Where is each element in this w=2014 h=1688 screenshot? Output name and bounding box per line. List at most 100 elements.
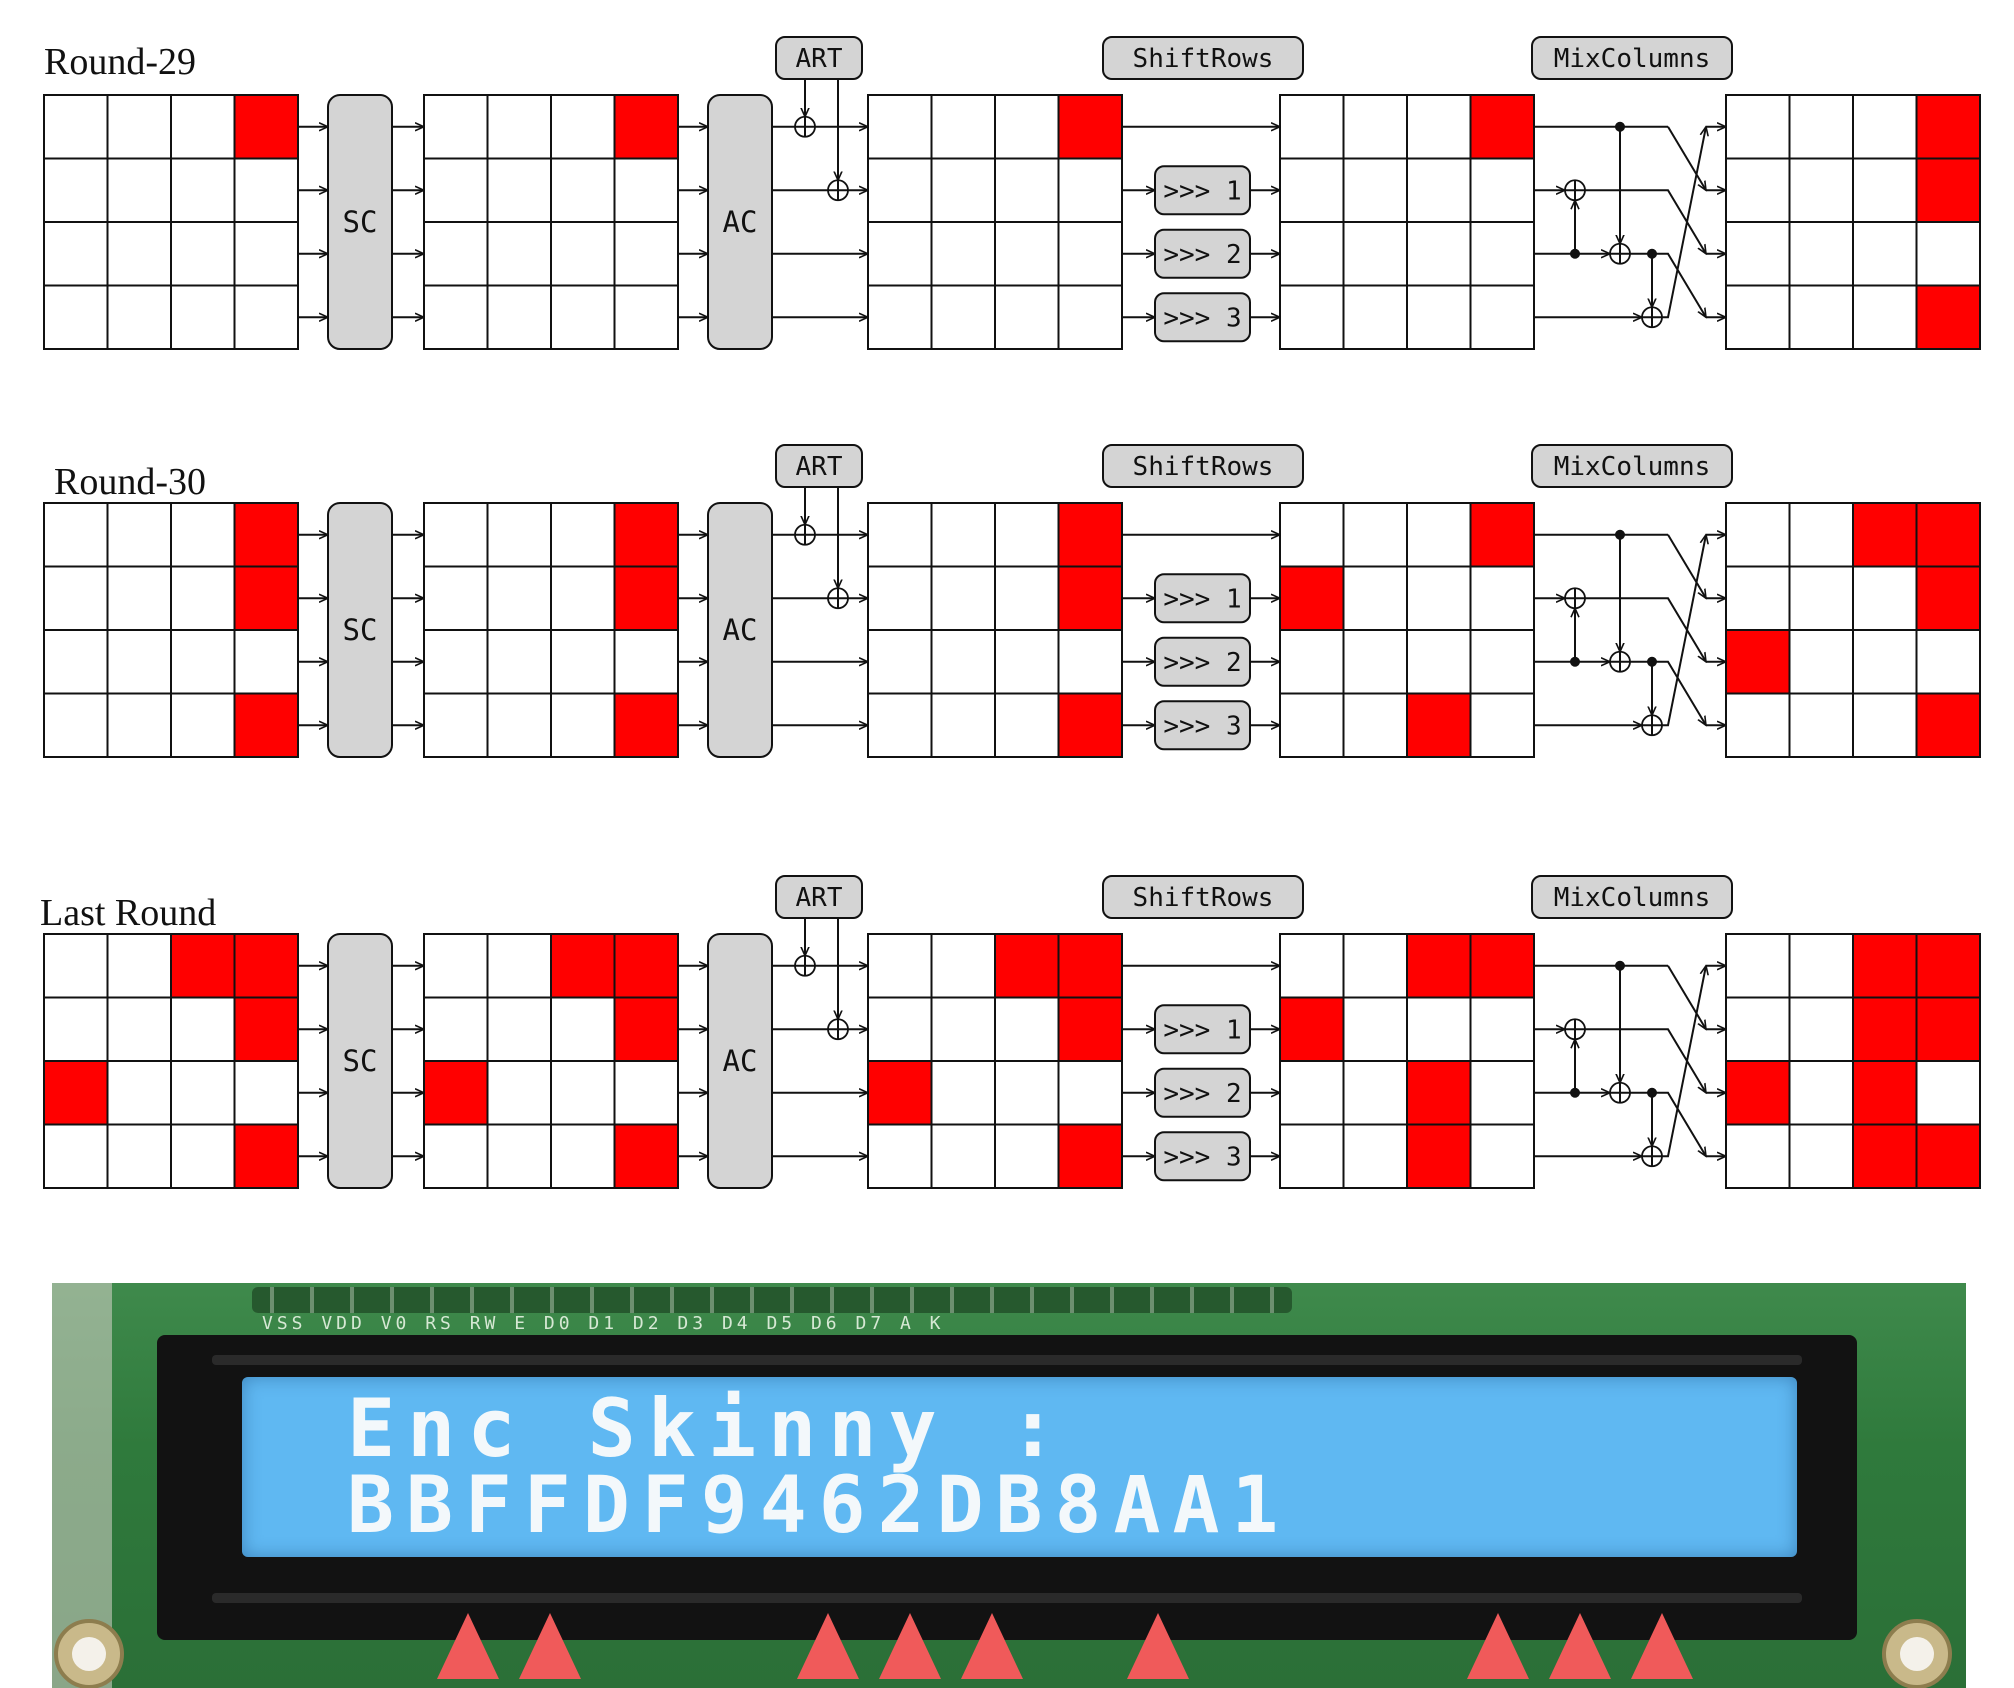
- state-cell: [1788, 157, 1854, 223]
- state-cell: [550, 996, 616, 1062]
- state-cell: [233, 692, 299, 758]
- mixcolumns-tag: MixColumns: [1531, 36, 1733, 80]
- state-cell: [486, 565, 552, 631]
- mixcolumns-tag-label: MixColumns: [1554, 452, 1711, 482]
- state-cell: [1342, 933, 1408, 999]
- state-cell: [1469, 502, 1535, 568]
- state-cell: [486, 502, 552, 568]
- ac-label: AC: [723, 1044, 758, 1078]
- state-cell: [1725, 157, 1791, 223]
- shiftrows-tag: ShiftRows: [1102, 444, 1304, 488]
- mix-cross-3: [1662, 535, 1706, 727]
- round-label-3: Last Round: [40, 892, 216, 934]
- state-cell: [1279, 94, 1345, 160]
- state-cell: [423, 933, 489, 999]
- state-cell: [1279, 629, 1345, 695]
- sc-label: SC: [343, 613, 378, 647]
- byte-marker-triangle: [1467, 1613, 1529, 1679]
- state-cell: [170, 565, 236, 631]
- shiftrows-tag-box: [1102, 36, 1304, 80]
- byte-marker-triangle: [797, 1613, 859, 1679]
- state-cell: [1342, 94, 1408, 160]
- state-cell: [1279, 933, 1345, 999]
- state-cell: [550, 157, 616, 223]
- lcd-photo: VSS VDD V0 RS RW E D0 D1 D2 D3 D4 D5 D6 …: [52, 1283, 1966, 1688]
- state-cell: [1788, 221, 1854, 287]
- mixcolumns-tag-box: [1531, 36, 1733, 80]
- state-cell: [1469, 1123, 1535, 1189]
- state-cell: [1469, 284, 1535, 350]
- state-cell: [613, 157, 679, 223]
- state-cell: [613, 629, 679, 695]
- state-cell: [1725, 284, 1791, 350]
- state-cell: [1915, 692, 1981, 758]
- state-cell: [423, 157, 489, 223]
- state-cell: [233, 502, 299, 568]
- byte-marker-triangle: [1127, 1613, 1189, 1679]
- state-cell: [1725, 629, 1791, 695]
- state-cell: [1852, 284, 1918, 350]
- state-cell: [1279, 157, 1345, 223]
- state-cell: [106, 565, 172, 631]
- state-cell: [550, 933, 616, 999]
- state-cell: [1279, 284, 1345, 350]
- state-cell: [233, 996, 299, 1062]
- lcd-screen: Enc Skinny : BBFFDF9462DB8AA1: [242, 1377, 1797, 1557]
- mix-cross-2: [1630, 252, 1706, 318]
- state-cell: [1342, 284, 1408, 350]
- state-cell: [1852, 157, 1918, 223]
- state-cell: [1788, 1123, 1854, 1189]
- state-cell: [106, 1123, 172, 1189]
- shift-box-2-label: >>> 2: [1163, 648, 1241, 678]
- state-cell: [486, 1060, 552, 1126]
- state-cell: [930, 1060, 996, 1126]
- mixcolumns-tag-box: [1531, 875, 1733, 919]
- state-cell: [486, 996, 552, 1062]
- round-label-2: Round-30: [54, 461, 206, 503]
- byte-marker-triangle: [1549, 1613, 1611, 1679]
- state-cell: [1057, 565, 1123, 631]
- state-cell: [930, 565, 996, 631]
- state-cell: [486, 221, 552, 287]
- state-cell: [43, 221, 109, 287]
- state-cell: [170, 221, 236, 287]
- state-cell: [106, 221, 172, 287]
- state-cell: [1469, 565, 1535, 631]
- state-cell: [930, 629, 996, 695]
- shift-box-1: >>> 1: [1154, 573, 1251, 624]
- sc-box: [327, 94, 393, 350]
- state-cell: [613, 502, 679, 568]
- state-cell: [170, 94, 236, 160]
- state-cell: [233, 157, 299, 223]
- state-cell: [1057, 1123, 1123, 1189]
- state-cell: [1788, 996, 1854, 1062]
- ac-box: [707, 502, 773, 758]
- state-cell: [1279, 221, 1345, 287]
- state-cell: [423, 629, 489, 695]
- state-cell: [1788, 502, 1854, 568]
- mix-cross-2: [1630, 660, 1706, 726]
- state-cell: [930, 1123, 996, 1189]
- state-cell: [930, 933, 996, 999]
- state-cell: [43, 629, 109, 695]
- mixcolumns-tag: MixColumns: [1531, 875, 1733, 919]
- state-cell: [1469, 629, 1535, 695]
- state-cell: [1342, 1123, 1408, 1189]
- state-cell: [613, 692, 679, 758]
- state-cell: [170, 996, 236, 1062]
- state-cell: [1725, 996, 1791, 1062]
- state-cell: [106, 933, 172, 999]
- state-cell: [550, 692, 616, 758]
- state-cell: [423, 284, 489, 350]
- shift-box-2: >>> 2: [1154, 636, 1251, 687]
- shiftrows-tag-label: ShiftRows: [1133, 452, 1274, 482]
- state-cell: [1725, 1060, 1791, 1126]
- ac-box: [707, 94, 773, 350]
- mounting-hole-left: [54, 1619, 124, 1688]
- state-cell: [1279, 502, 1345, 568]
- state-cell: [1342, 157, 1408, 223]
- state-cell: [1725, 692, 1791, 758]
- state-cell: [233, 565, 299, 631]
- state-cell: [1406, 284, 1472, 350]
- state-cell: [1406, 933, 1472, 999]
